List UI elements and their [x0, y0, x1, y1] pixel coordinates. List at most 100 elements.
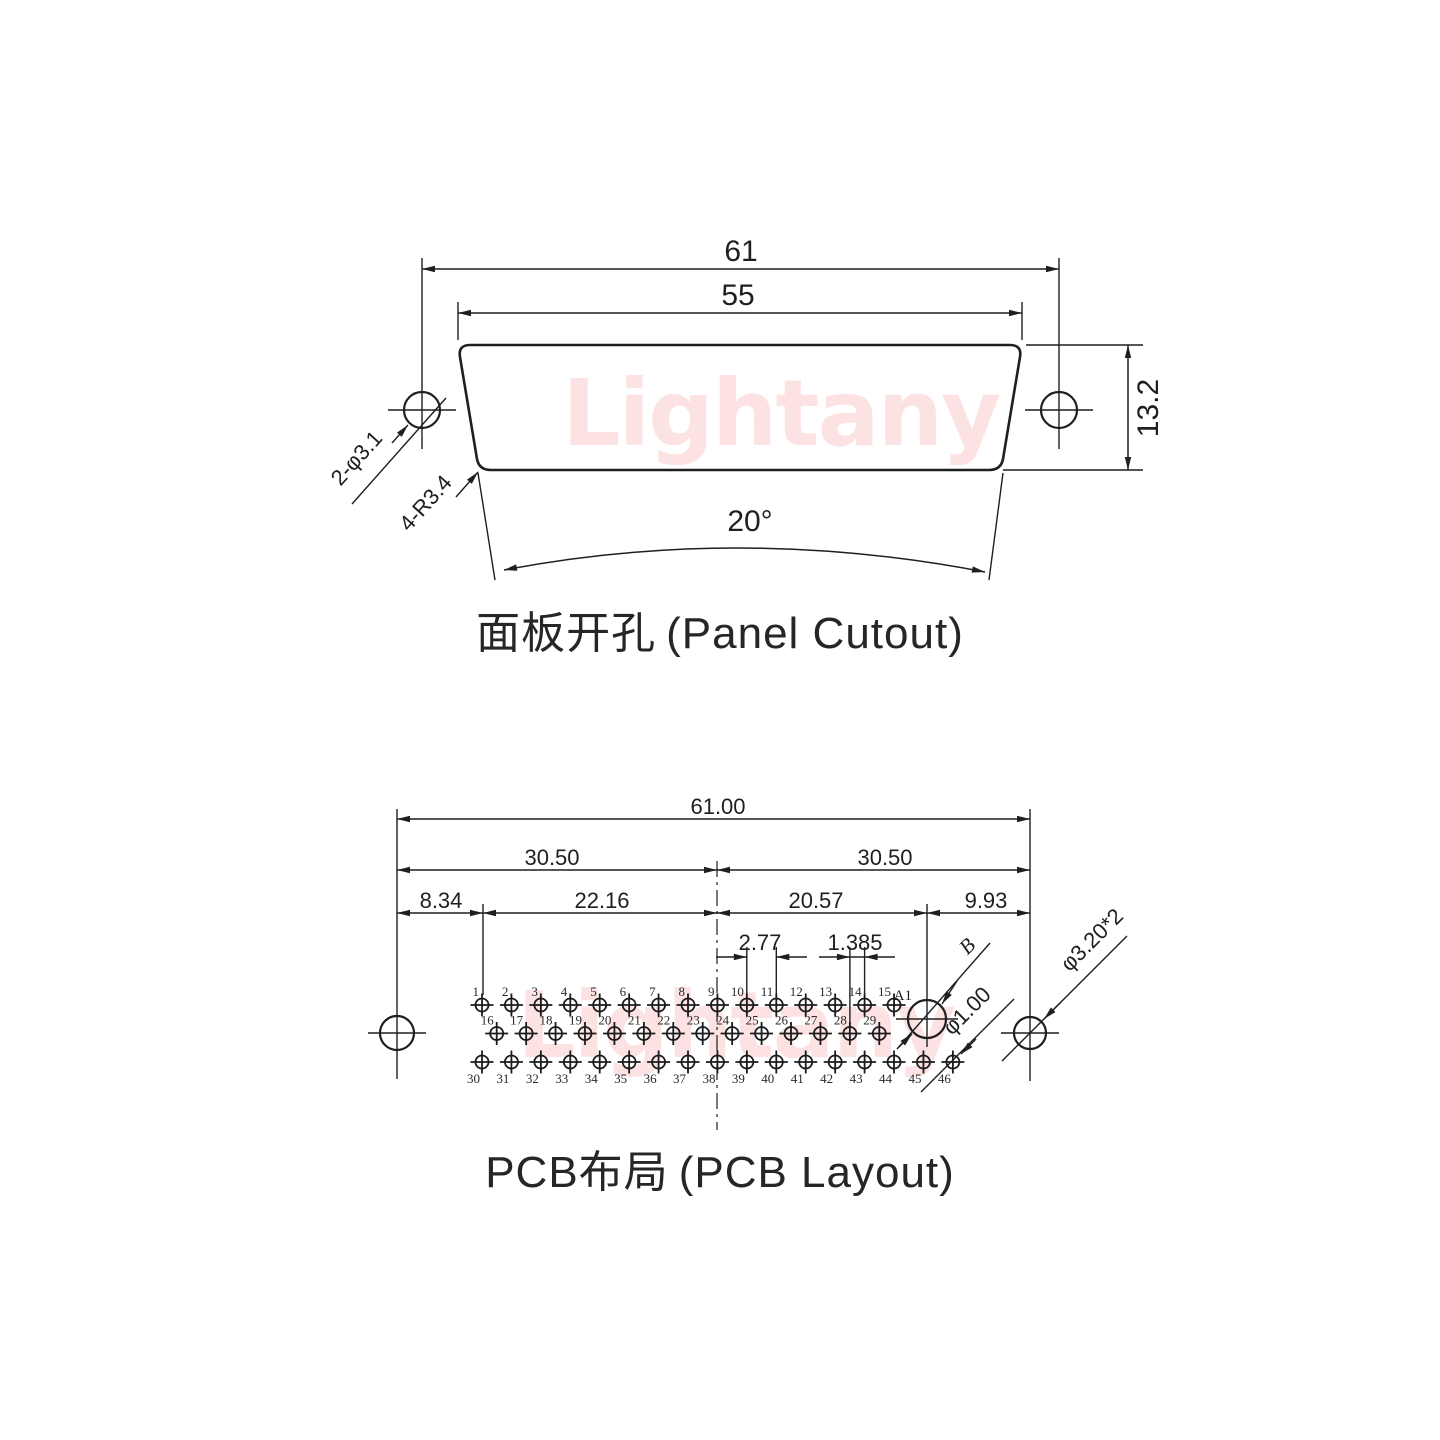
pcb-mount-hole-left [368, 1014, 426, 1052]
pcb-pin-number: 34 [585, 1071, 599, 1086]
pcb-pin-number: 19 [569, 1013, 582, 1028]
pcb-layout-title-zh: PCB布局 [485, 1148, 669, 1197]
pcb-pin-number: 2 [502, 984, 509, 999]
pcb-pin-number: 21 [628, 1013, 641, 1028]
panel-cutout-title: 面板开孔(Panel Cutout) [0, 597, 1440, 661]
panel-cutout-drawing: 61 55 13.2 20° [326, 235, 1165, 581]
dim-9-93-label: 9.93 [965, 888, 1008, 913]
label-phi-1-00: φ1.00 [938, 982, 996, 1040]
pcb-pin-number: 39 [732, 1071, 745, 1086]
dim-20deg-label: 20° [727, 505, 772, 538]
pcb-pin-number: 33 [555, 1071, 568, 1086]
dim-30-50-right-label: 30.50 [857, 845, 912, 870]
pcb-pin: 27 [804, 1013, 832, 1045]
pcb-pin: 40 [761, 1050, 788, 1086]
pcb-pin: 41 [791, 1050, 818, 1086]
pcb-pin: 25 [746, 1013, 774, 1045]
label-4-r3-4: 4-R3.4 [394, 470, 457, 536]
pcb-pin-number: 30 [467, 1071, 480, 1086]
pcb-pin: 22 [657, 1013, 685, 1045]
label-b: B [954, 933, 980, 959]
pcb-pin-number: 7 [649, 984, 656, 999]
pcb-pin: 36 [644, 1050, 671, 1086]
pcb-pin: 33 [555, 1050, 582, 1086]
dim-22-16-label: 22.16 [574, 888, 629, 913]
pcb-layout-title-en: (PCB Layout) [678, 1148, 955, 1197]
pcb-pin: 4 [558, 984, 582, 1017]
dimension-width-inner: 55 [457, 279, 1023, 340]
pcb-pin: 30 [467, 1050, 494, 1086]
pcb-pin: 15 [878, 984, 906, 1017]
dimension-row-offset: 1.385 [819, 930, 895, 1026]
leader-corner-radius: 4-R3.4 [394, 470, 479, 536]
pcb-pin: 9 [705, 984, 729, 1017]
dimension-total-width: 61.00 [397, 794, 1030, 823]
dimension-pin-spans: 8.34 22.16 20.57 9.93 [397, 888, 1030, 917]
pcb-pin: 23 [687, 1013, 715, 1045]
dim-61-label: 61 [724, 235, 757, 268]
pcb-pin: 26 [775, 1013, 803, 1045]
pcb-pin-number: 8 [679, 984, 686, 999]
pcb-pin-number: 5 [590, 984, 597, 999]
pcb-pin-number: 25 [746, 1013, 759, 1028]
pcb-pin: 7 [647, 984, 671, 1017]
pcb-pin-number: 11 [761, 984, 774, 999]
pcb-pin: 12 [790, 984, 818, 1017]
pcb-pin: 29 [863, 1013, 891, 1045]
dim-55-label: 55 [721, 279, 754, 312]
pcb-pin-number: 22 [657, 1013, 670, 1028]
pcb-pin-number: 13 [819, 984, 832, 999]
leader-mount-hole-diameter: φ3.20*2 [1001, 903, 1128, 1062]
pcb-pin-number: 4 [561, 984, 568, 999]
pcb-pin-number: 35 [614, 1071, 627, 1086]
pcb-pin: 24 [716, 1013, 744, 1045]
pcb-pin: 46 [938, 1050, 965, 1086]
pcb-pin: 1 [470, 984, 494, 1017]
pcb-pin-number: 31 [496, 1071, 509, 1086]
pcb-pin-number: 1 [473, 984, 480, 999]
pcb-pin-number: 38 [702, 1071, 715, 1086]
dim-8-34-label: 8.34 [420, 888, 463, 913]
pcb-pin-number: 32 [526, 1071, 539, 1086]
pcb-pin-number: 28 [834, 1013, 847, 1028]
pcb-layout-title: PCB布局(PCB Layout) [0, 1136, 1440, 1200]
pcb-pin-number: 44 [879, 1071, 893, 1086]
dim-2-77-label: 2.77 [739, 930, 782, 955]
pcb-pin: 19 [569, 1013, 597, 1045]
pcb-pin: 28 [834, 1013, 862, 1045]
pcb-pin: 32 [526, 1050, 553, 1086]
pcb-pin: 16 [481, 1013, 509, 1045]
pcb-pin-number: 12 [790, 984, 803, 999]
dimension-height: 13.2 [1003, 344, 1165, 471]
pcb-pin-number: 6 [620, 984, 627, 999]
pcb-pin: 39 [732, 1050, 759, 1086]
pcb-pin-number: 15 [878, 984, 891, 999]
pcb-pin-number: 42 [820, 1071, 833, 1086]
pcb-pin-number: 26 [775, 1013, 789, 1028]
pcb-pin: 42 [820, 1050, 847, 1086]
pcb-pin-number: 45 [908, 1071, 921, 1086]
dim-13-2-label: 13.2 [1132, 379, 1165, 437]
dim-61-00-label: 61.00 [690, 794, 745, 819]
pcb-pin: 34 [585, 1050, 612, 1086]
pcb-pin: 11 [761, 984, 788, 1017]
pcb-pin: 37 [673, 1050, 700, 1086]
pcb-pin-number: 17 [510, 1013, 524, 1028]
pcb-pin-number: 14 [849, 984, 863, 999]
panel-cutout-outline [458, 343, 1022, 472]
pcb-pin-number: 46 [938, 1071, 952, 1086]
pcb-pin: 45 [908, 1050, 935, 1086]
dimension-width-outer: 61 [421, 235, 1060, 449]
pcb-pin: 43 [850, 1050, 877, 1086]
pcb-pin-number: 27 [804, 1013, 818, 1028]
dimension-angle: 20° [477, 472, 1004, 581]
watermark-top: Lightany [562, 360, 1001, 467]
pcb-pin-number: 3 [531, 984, 538, 999]
pcb-pin-number: 16 [481, 1013, 495, 1028]
pcb-pin-number: 9 [708, 984, 715, 999]
pcb-pin: 35 [614, 1050, 641, 1086]
label-phi-3-20: φ3.20*2 [1055, 903, 1128, 976]
